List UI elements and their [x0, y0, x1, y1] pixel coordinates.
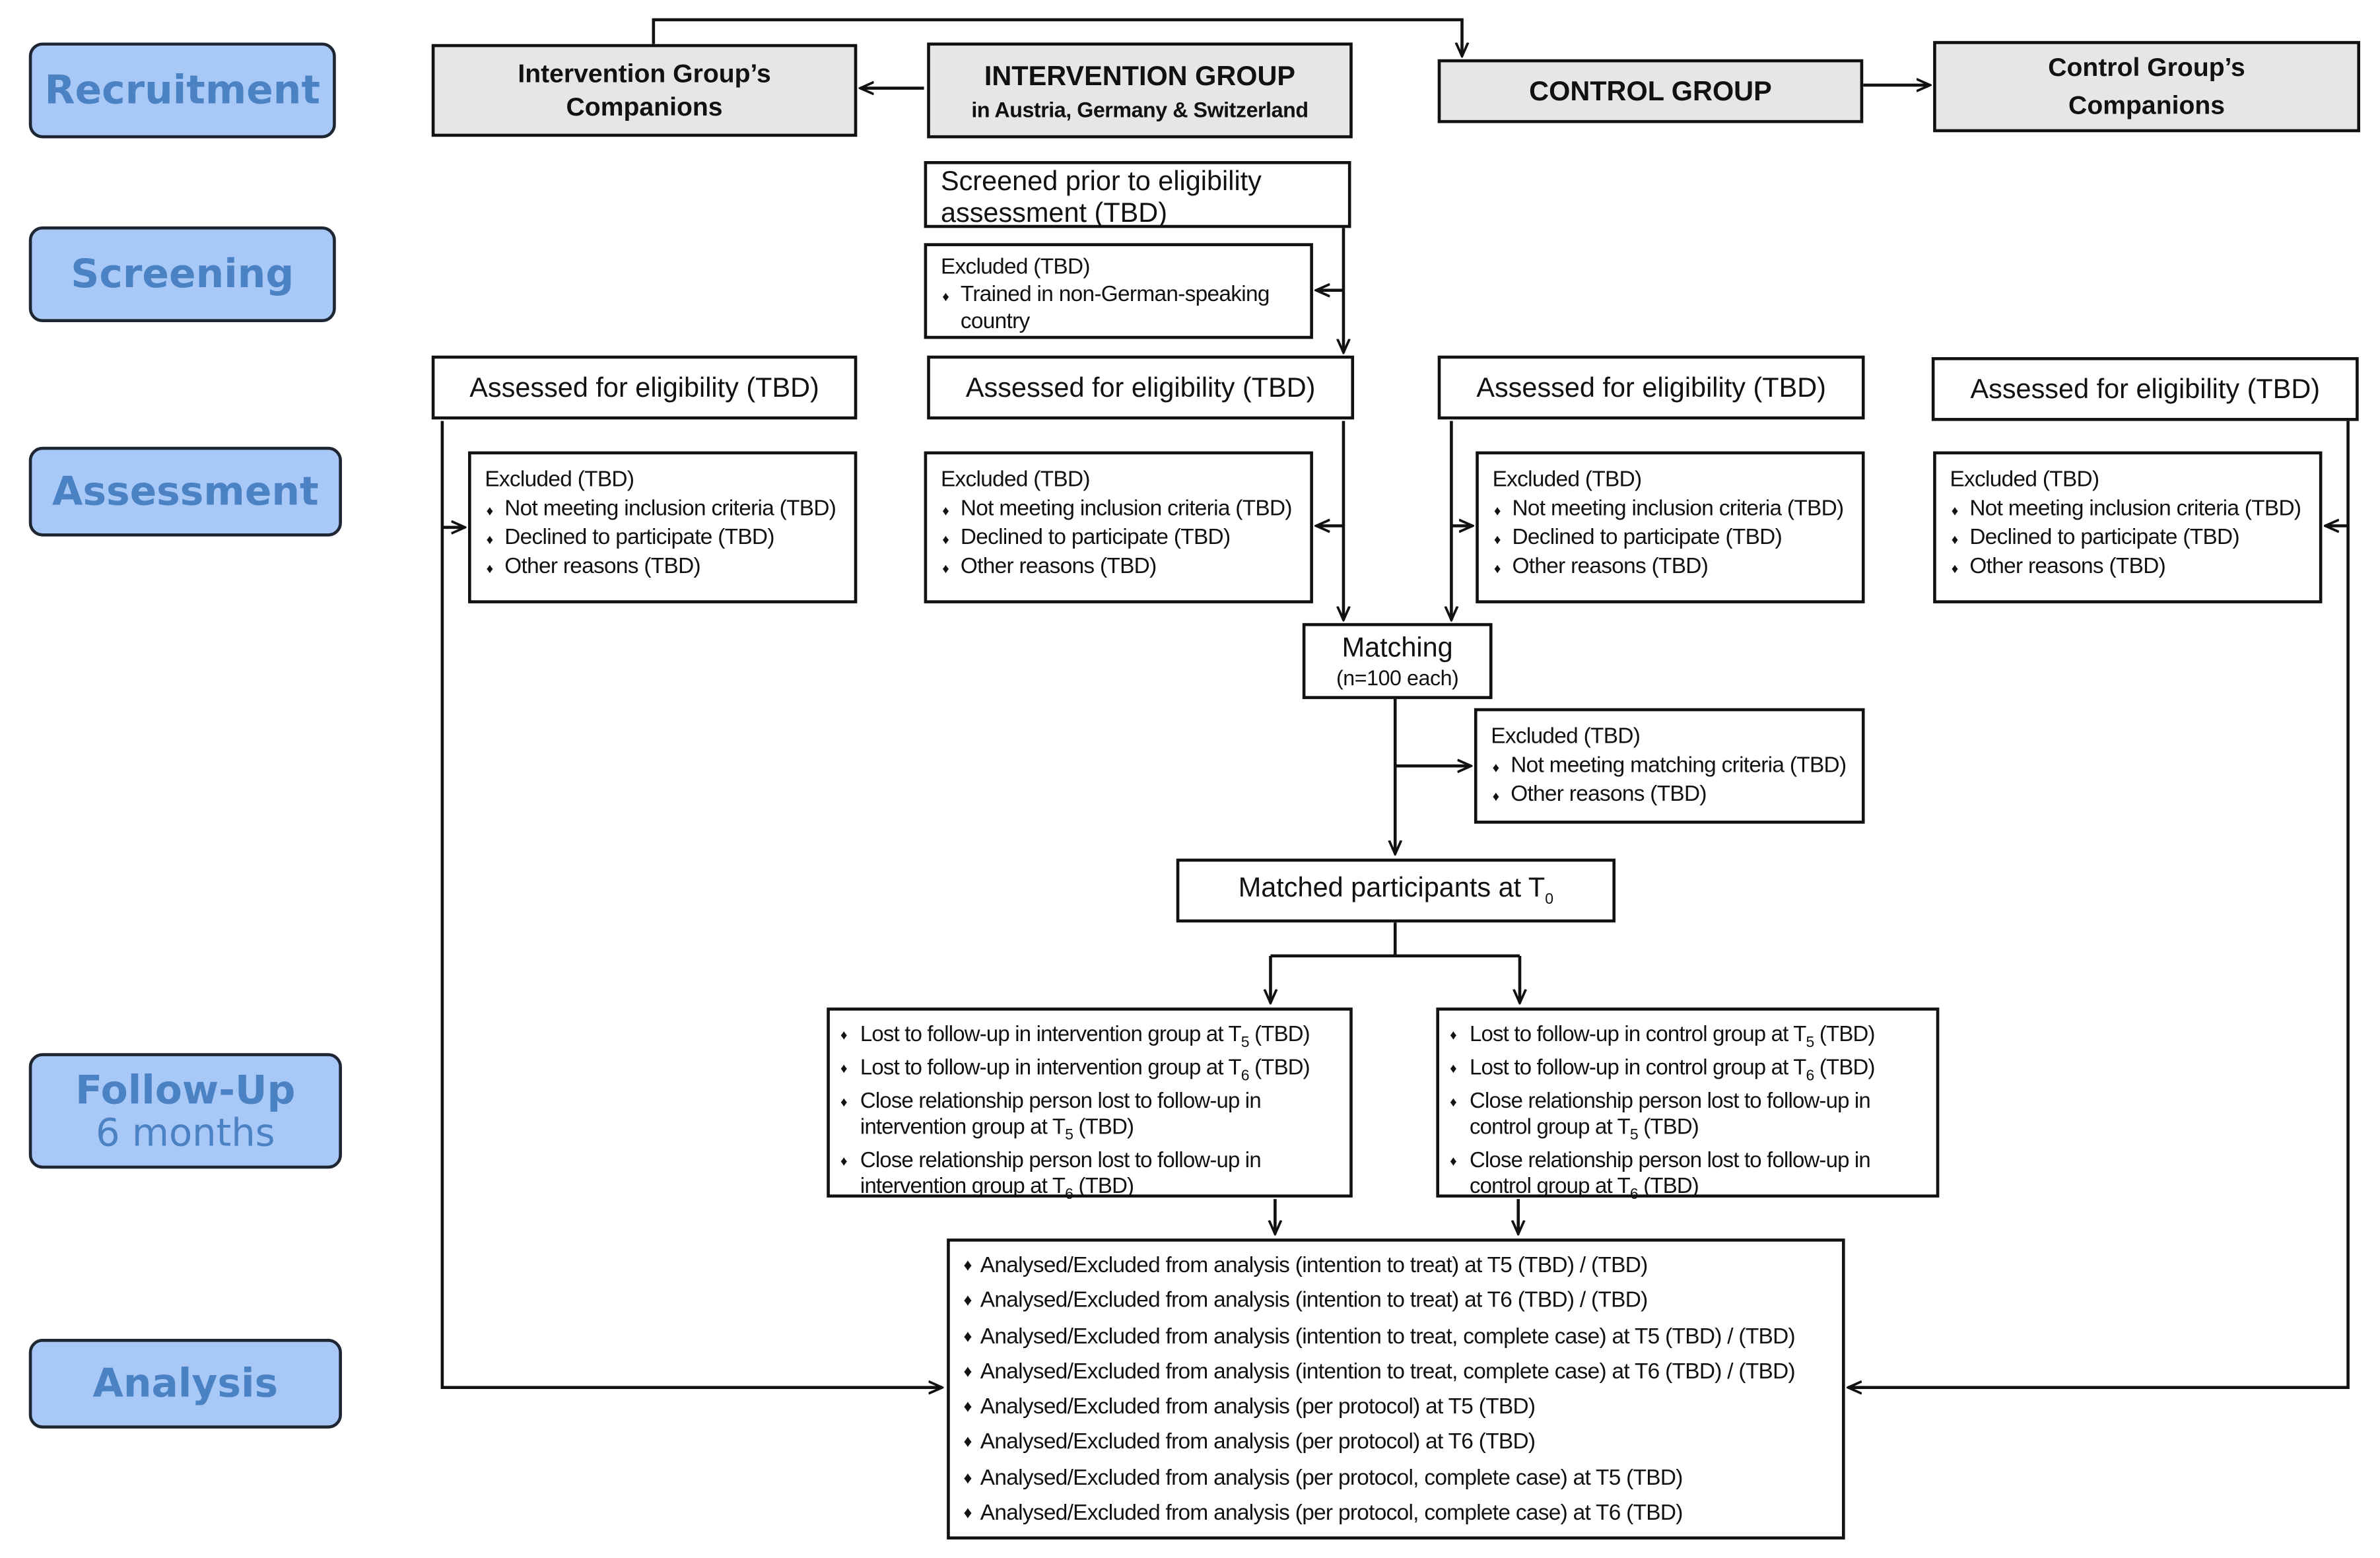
arrow-igc-to-analysis	[440, 421, 942, 1388]
excluded-reason: Declined to participate (TBD)	[1493, 524, 1862, 555]
followup-item: Lost to follow-up in control group at T6…	[1448, 1056, 1936, 1089]
matching-box: Matching (n=100 each)	[1302, 623, 1493, 699]
excluded-reason: Not meeting inclusion criteria (TBD)	[941, 495, 1310, 526]
stage-analysis: Analysis	[28, 1339, 342, 1429]
followup-item: Close relationship person lost to follow…	[839, 1089, 1349, 1115]
intervention-group-box: INTERVENTION GROUP in Austria, Germany &…	[927, 42, 1353, 139]
analysis-item: Analysed/Excluded from analysis (intenti…	[963, 1355, 1842, 1391]
control-group-box: CONTROL GROUP	[1437, 59, 1864, 123]
analysis-item: Analysed/Excluded from analysis (per pro…	[963, 1391, 1842, 1427]
arrow-to-fu-intervention	[1270, 954, 1520, 1003]
assessed-ig-box: Assessed for eligibility (TBD)	[927, 355, 1355, 420]
excluded-reason: Other reasons (TBD)	[941, 553, 1310, 584]
ig-companions-box: Intervention Group’s Companions	[431, 44, 858, 137]
assessed-igc-box: Assessed for eligibility (TBD)	[431, 355, 858, 420]
excluded-reason: Not meeting inclusion criteria (TBD)	[1950, 495, 2319, 526]
assessment-excluded-cg-box: Excluded (TBD) Not meeting inclusion cri…	[1476, 451, 1865, 603]
excluded-reason: Other reasons (TBD)	[1493, 553, 1862, 584]
assessed-cgc-box: Assessed for eligibility (TBD)	[1931, 356, 2359, 421]
excluded-reason: Trained in non-German-speaking	[941, 281, 1310, 310]
excluded-reason: Not meeting inclusion criteria (TBD)	[1493, 495, 1862, 526]
excluded-reason: Not meeting matching criteria (TBD)	[1491, 752, 1862, 783]
excluded-reason: Not meeting inclusion criteria (TBD)	[485, 495, 854, 526]
screened-box: Screened prior to eligibility assessment…	[924, 161, 1351, 228]
excluded-reason: Other reasons (TBD)	[485, 553, 854, 584]
followup-control-box: Lost to follow-up in control group at T5…	[1436, 1007, 1940, 1203]
assessment-excluded-cgc-box: Excluded (TBD) Not meeting inclusion cri…	[1933, 451, 2323, 603]
arrow-cgc-to-analysis	[1848, 421, 2350, 1388]
matching-excluded-box: Excluded (TBD) Not meeting matching crit…	[1474, 708, 1865, 824]
analysis-item: Analysed/Excluded from analysis (per pro…	[963, 1426, 1842, 1462]
stage-recruitment: Recruitment	[28, 42, 336, 139]
assessed-cg-box: Assessed for eligibility (TBD)	[1437, 355, 1865, 420]
cg-companions-box: Control Group’s Companions	[1933, 41, 2361, 133]
excluded-reason: Declined to participate (TBD)	[1950, 524, 2319, 555]
followup-item: Close relationship person lost to follow…	[1448, 1148, 1936, 1174]
matched-participants-box: Matched participants at T0	[1176, 858, 1616, 923]
analysis-item: Analysed/Excluded from analysis (intenti…	[963, 1249, 1842, 1285]
stage-screening: Screening	[28, 226, 336, 323]
followup-item: Lost to follow-up in intervention group …	[839, 1056, 1349, 1089]
arrow-ig-to-cg	[652, 18, 1462, 56]
followup-intervention-box: Lost to follow-up in intervention group …	[827, 1007, 1353, 1203]
followup-item: Lost to follow-up in control group at T5…	[1448, 1023, 1936, 1056]
excluded-reason: Other reasons (TBD)	[1950, 553, 2319, 584]
analysis-item: Analysed/Excluded from analysis (per pro…	[963, 1462, 1842, 1497]
excluded-reason: Other reasons (TBD)	[1491, 781, 1862, 812]
screening-excluded-box: Excluded (TBD) Trained in non-German-spe…	[924, 243, 1313, 339]
assessment-excluded-ig-box: Excluded (TBD) Not meeting inclusion cri…	[924, 451, 1313, 603]
excluded-reason: Declined to participate (TBD)	[941, 524, 1310, 555]
followup-item: Lost to follow-up in intervention group …	[839, 1023, 1349, 1056]
assessment-excluded-igc-box: Excluded (TBD) Not meeting inclusion cri…	[468, 451, 858, 603]
analysis-item: Analysed/Excluded from analysis (intenti…	[963, 1320, 1842, 1356]
stage-assessment: Assessment	[28, 446, 342, 537]
followup-item: Close relationship person lost to follow…	[1448, 1089, 1936, 1115]
excluded-reason: Declined to participate (TBD)	[485, 524, 854, 555]
followup-item: Close relationship person lost to follow…	[839, 1148, 1349, 1174]
analysis-item: Analysed/Excluded from analysis (per pro…	[963, 1497, 1842, 1533]
analysis-item: Analysed/Excluded from analysis (intenti…	[963, 1285, 1842, 1320]
analysis-box: Analysed/Excluded from analysis (intenti…	[947, 1238, 1845, 1540]
